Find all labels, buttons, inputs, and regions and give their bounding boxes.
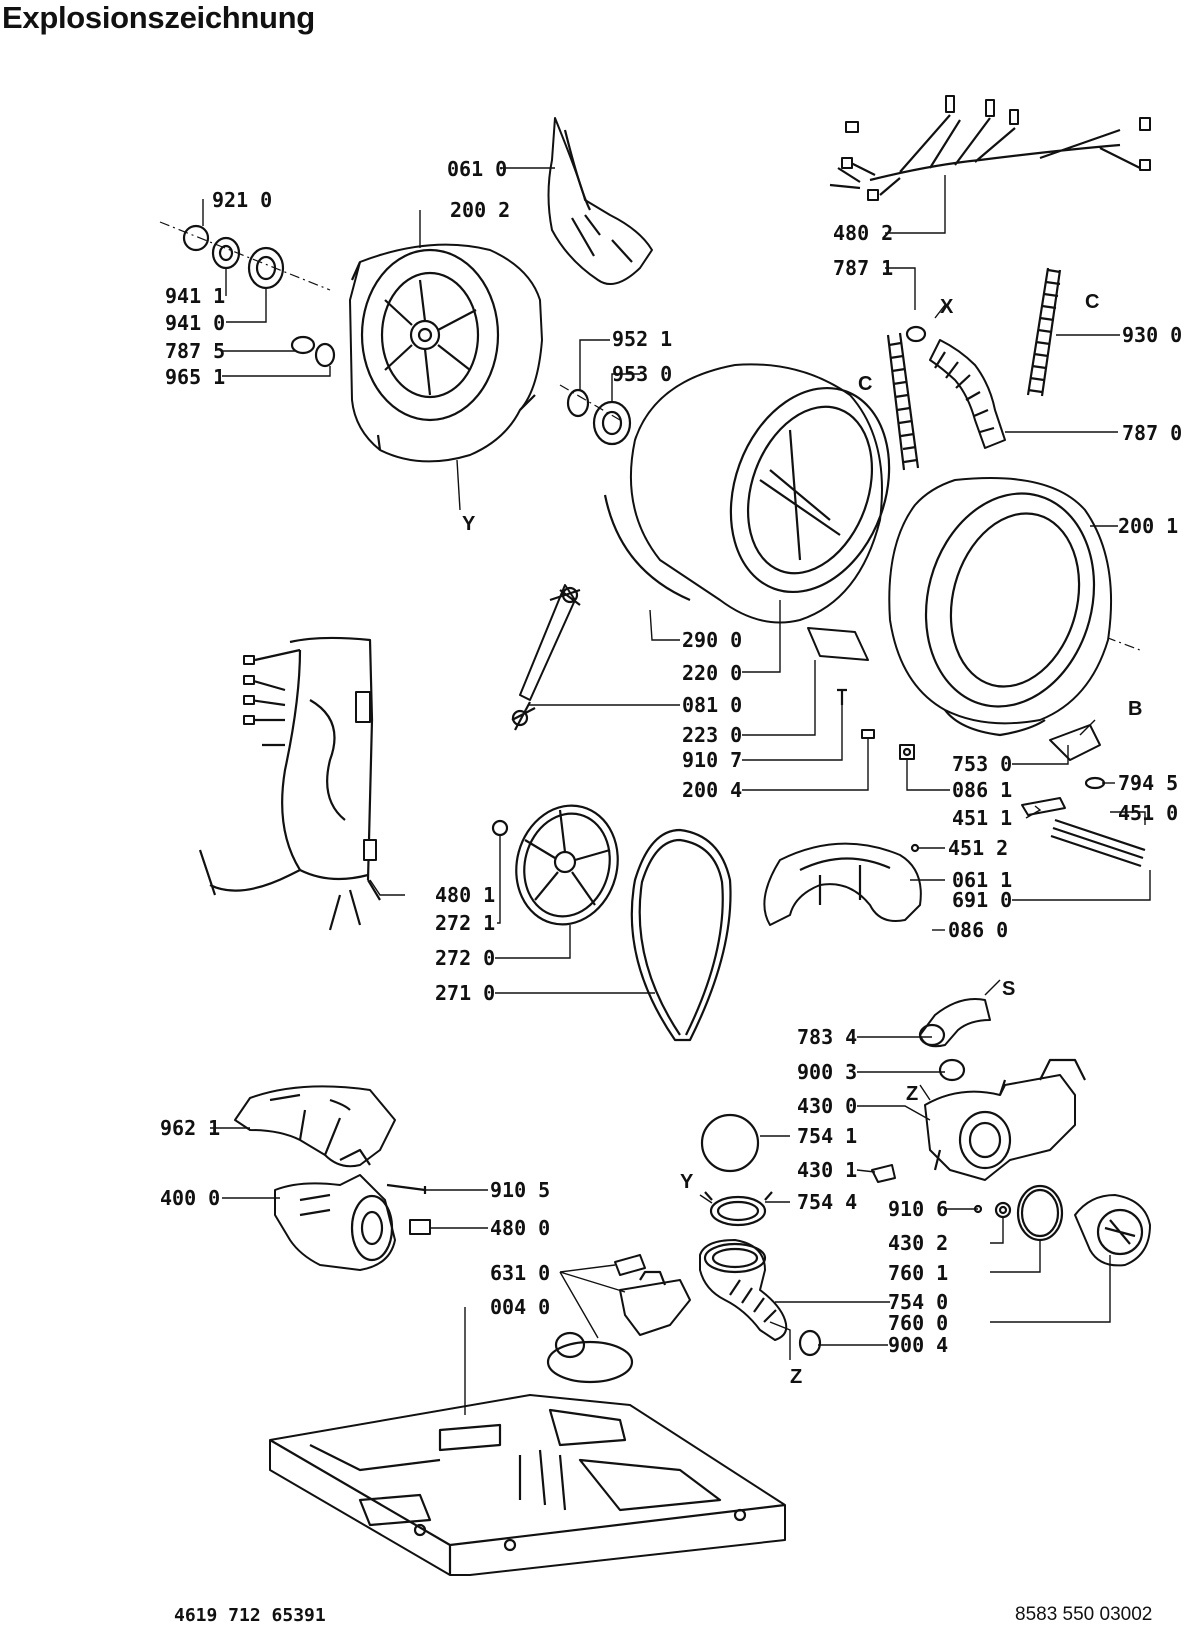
label-910-5: 910 5 — [490, 1178, 550, 1202]
label-965-1: 965 1 — [165, 365, 225, 389]
drain-pump-housing — [924, 1058, 1086, 1181]
label-480-2: 480 2 — [833, 221, 893, 245]
label-900-4: 900 4 — [888, 1333, 948, 1357]
label-754-1: 754 1 — [797, 1124, 857, 1148]
label-941-1: 941 1 — [165, 284, 225, 308]
marker-z-hose: Z — [790, 1366, 802, 1388]
label-272-1: 272 1 — [435, 911, 495, 935]
rear-tub-half — [349, 243, 543, 463]
drum-seals — [566, 388, 632, 446]
label-081-0: 081 0 — [682, 693, 742, 717]
lower-counterweight — [763, 842, 922, 926]
label-480-0: 480 0 — [490, 1216, 550, 1240]
label-760-1: 760 1 — [888, 1261, 948, 1285]
label-290-0: 290 0 — [682, 628, 742, 652]
marker-z-pump: Z — [906, 1083, 918, 1105]
label-220-0: 220 0 — [682, 661, 742, 685]
label-910-7: 910 7 — [682, 748, 742, 772]
label-086-1: 086 1 — [952, 778, 1012, 802]
pump-hose-and-clamp — [918, 998, 991, 1082]
footer-left-code: 4619 712 65391 — [174, 1605, 326, 1626]
filter-and-ring — [700, 1113, 773, 1227]
motor-shield — [234, 1085, 396, 1168]
upper-wiring-harness — [829, 95, 1151, 201]
level-sensor-parts — [546, 1254, 691, 1384]
label-930-0: 930 0 — [1122, 323, 1182, 347]
front-tub-half — [888, 477, 1113, 737]
drive-belt — [630, 828, 732, 1042]
marker-y-ring: Y — [680, 1171, 694, 1193]
label-952-1: 952 1 — [612, 327, 672, 351]
label-430-2: 430 2 — [888, 1231, 948, 1255]
label-451-0: 451 0 — [1118, 801, 1178, 825]
drive-pulley — [491, 804, 619, 926]
base-plate — [269, 1394, 786, 1576]
label-451-1: 451 1 — [952, 806, 1012, 830]
label-754-0: 754 0 — [888, 1290, 948, 1314]
label-794-5: 794 5 — [1118, 771, 1178, 795]
marker-y-tub: Y — [462, 513, 476, 535]
pump-small-parts — [871, 1164, 1151, 1267]
label-787-5: 787 5 — [165, 339, 225, 363]
upper-counterweight — [547, 117, 653, 285]
drum — [603, 363, 891, 624]
label-962-1: 962 1 — [160, 1116, 220, 1140]
shock-absorber — [511, 584, 581, 731]
label-753-0: 753 0 — [952, 752, 1012, 776]
label-691-0: 691 0 — [952, 888, 1012, 912]
label-754-4: 754 4 — [797, 1190, 857, 1214]
label-900-3: 900 3 — [797, 1060, 857, 1084]
label-910-6: 910 6 — [888, 1197, 948, 1221]
label-480-1: 480 1 — [435, 883, 495, 907]
marker-s: S — [1002, 978, 1015, 1000]
label-061-0: 061 0 — [447, 157, 507, 181]
label-760-0: 760 0 — [888, 1311, 948, 1335]
label-787-0: 787 0 — [1122, 421, 1182, 445]
marker-b: B — [1128, 698, 1142, 720]
leader-lines — [202, 167, 1151, 1415]
rear-bearing-set — [182, 224, 336, 368]
sump-hose — [699, 1239, 822, 1357]
main-wiring-harness — [198, 636, 381, 931]
heater-parts — [910, 724, 1146, 868]
label-941-0: 941 0 — [165, 311, 225, 335]
label-223-0: 223 0 — [682, 723, 742, 747]
label-272-0: 272 0 — [435, 946, 495, 970]
label-200-1: 200 1 — [1118, 514, 1178, 538]
suspension-springs — [886, 267, 1062, 471]
motor — [274, 1148, 431, 1271]
label-086-0: 086 0 — [948, 918, 1008, 942]
marker-x: X — [940, 296, 954, 318]
label-430-1: 430 1 — [797, 1158, 857, 1182]
label-451-2: 451 2 — [948, 836, 1008, 860]
part-number-labels: 061 0 921 0 200 2 480 2 787 1 941 1 941 … — [160, 157, 1182, 1357]
drain-hose-bellows — [905, 325, 1006, 449]
label-200-2: 200 2 — [450, 198, 510, 222]
marker-c-left: C — [858, 373, 872, 395]
label-430-0: 430 0 — [797, 1094, 857, 1118]
small-fittings — [807, 627, 915, 760]
page-title: Explosionszeichnung — [2, 0, 315, 35]
label-783-4: 783 4 — [797, 1025, 857, 1049]
footer-right-code: 8583 550 03002 — [1015, 1604, 1153, 1625]
label-631-0: 631 0 — [490, 1261, 550, 1285]
letter-markers: X C C Y B S Z Y Z — [462, 291, 1142, 1388]
label-200-4: 200 4 — [682, 778, 742, 802]
marker-c-right: C — [1085, 291, 1099, 313]
label-921-0: 921 0 — [212, 188, 272, 212]
label-400-0: 400 0 — [160, 1186, 220, 1210]
label-787-1: 787 1 — [833, 256, 893, 280]
label-271-0: 271 0 — [435, 981, 495, 1005]
label-061-1: 061 1 — [952, 868, 1012, 892]
label-953-0: 953 0 — [612, 362, 672, 386]
label-004-0: 004 0 — [490, 1295, 550, 1319]
